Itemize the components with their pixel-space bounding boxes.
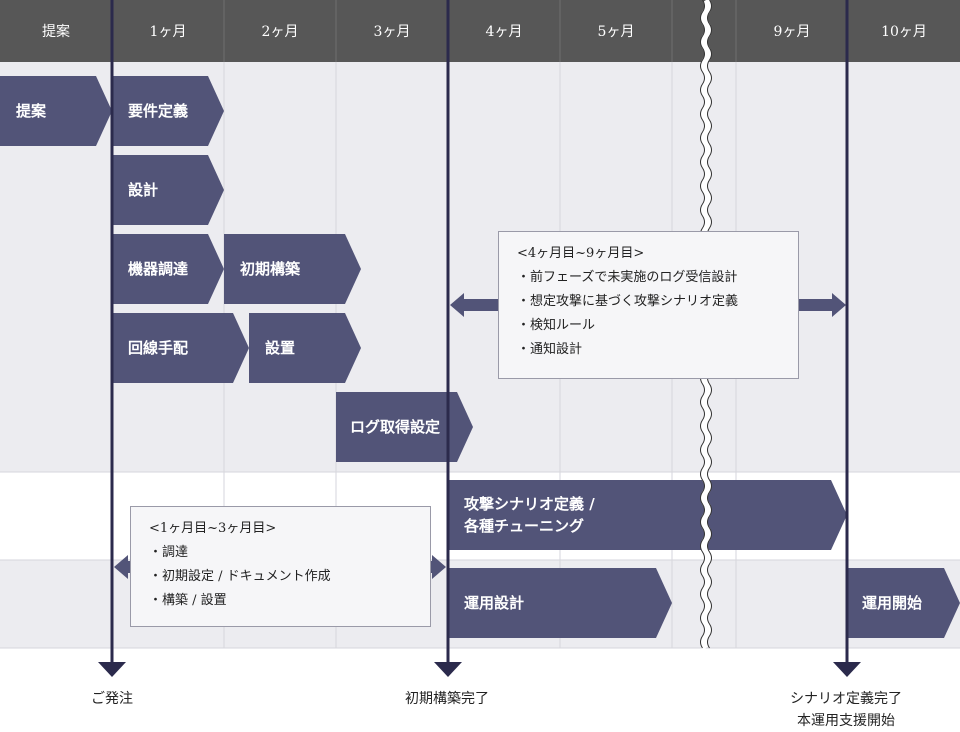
milestone-label-line: 初期構築完了 bbox=[405, 691, 489, 707]
task-bar-shape bbox=[448, 568, 672, 638]
task-bar-ops-start: 運用開始 bbox=[848, 568, 960, 638]
milestone-arrowhead bbox=[98, 662, 126, 677]
task-bar-shape bbox=[112, 76, 224, 146]
task-bar-shape bbox=[0, 76, 112, 146]
milestone-arrowhead bbox=[434, 662, 462, 677]
task-bar-shape bbox=[112, 155, 224, 225]
task-bar-install: 設置 bbox=[249, 313, 361, 383]
task-bar-log-setting: ログ取得設定 bbox=[336, 392, 473, 462]
task-bar-label: 各種チューニング bbox=[463, 517, 584, 535]
header-month-label: 3ヶ月 bbox=[374, 24, 411, 40]
task-bar-ops-design: 運用設計 bbox=[448, 568, 672, 638]
header-month-label: 10ヶ月 bbox=[881, 24, 927, 40]
task-bar-design: 設計 bbox=[112, 155, 224, 225]
task-bar-label: 要件定義 bbox=[128, 102, 188, 120]
note-lower-item: ・調達 bbox=[149, 545, 189, 560]
milestone-line-scenario-complete bbox=[833, 0, 861, 677]
note-upper-item: ・検知ルール bbox=[517, 318, 596, 333]
task-bar-label: 設置 bbox=[265, 339, 295, 357]
milestone-arrowhead bbox=[833, 662, 861, 677]
task-bar-shape bbox=[848, 568, 960, 638]
task-bar-shape bbox=[224, 234, 361, 304]
milestone-line-build-complete bbox=[434, 0, 462, 677]
header-month-label: 1ヶ月 bbox=[150, 24, 187, 40]
header-month-label: 2ヶ月 bbox=[262, 24, 299, 40]
note-upper-arrow-left bbox=[450, 293, 498, 317]
month-header: 提案 1ヶ月 2ヶ月 3ヶ月 4ヶ月 5ヶ月 9ヶ月 10ヶ月 bbox=[0, 0, 960, 62]
task-bar-equipment: 機器調達 bbox=[112, 234, 224, 304]
header-background bbox=[0, 0, 960, 62]
header-month-label: 4ヶ月 bbox=[486, 24, 523, 40]
milestone-label-line: 本運用支援開始 bbox=[797, 713, 895, 729]
note-upper-item: ・想定攻撃に基づく攻撃シナリオ定義 bbox=[517, 294, 739, 309]
note-lower-item: ・初期設定 / ドキュメント作成 bbox=[149, 569, 331, 584]
task-bar-label: 機器調達 bbox=[128, 260, 188, 278]
note-lower: <1ヶ月目~3ヶ月目> ・調達 ・初期設定 / ドキュメント作成 ・構築 / 設… bbox=[130, 506, 431, 627]
note-upper-item: ・前フェーズで未実施のログ受信設計 bbox=[517, 270, 738, 285]
task-bar-label: 運用開始 bbox=[862, 594, 922, 612]
milestone-label-order: ご発注 bbox=[32, 688, 192, 710]
milestone-label-build-complete: 初期構築完了 bbox=[367, 688, 527, 710]
note-upper-arrow-right bbox=[790, 293, 846, 317]
milestone-line-order bbox=[98, 0, 126, 677]
note-lower-title: <1ヶ月目~3ヶ月目> bbox=[149, 521, 277, 536]
note-upper-title: <4ヶ月目~9ヶ月目> bbox=[517, 246, 645, 261]
task-bar-shape bbox=[112, 234, 224, 304]
task-bar-initial-build: 初期構築 bbox=[224, 234, 361, 304]
milestone-label-line: ご発注 bbox=[91, 691, 133, 707]
milestone-label-scenario-complete: シナリオ定義完了 本運用支援開始 bbox=[766, 688, 926, 732]
task-bar-shape bbox=[336, 392, 473, 462]
milestone-label-line: シナリオ定義完了 bbox=[790, 691, 902, 707]
header-month-label: 9ヶ月 bbox=[774, 24, 811, 40]
task-bar-shape bbox=[112, 313, 249, 383]
task-bar-shape bbox=[448, 480, 847, 550]
milestone-lines bbox=[98, 0, 861, 677]
header-month-label: 提案 bbox=[42, 23, 70, 40]
note-lower-item: ・構築 / 設置 bbox=[149, 593, 227, 608]
task-bar-line-arrange: 回線手配 bbox=[112, 313, 249, 383]
note-upper-item: ・通知設計 bbox=[517, 342, 583, 357]
task-bar-requirements: 要件定義 bbox=[112, 76, 224, 146]
task-bar-label: 初期構築 bbox=[240, 260, 301, 278]
task-bar-proposal: 提案 bbox=[0, 76, 112, 146]
note-upper: <4ヶ月目~9ヶ月目> ・前フェーズで未実施のログ受信設計 ・想定攻撃に基づく攻… bbox=[498, 231, 799, 379]
task-bar-label: 運用設計 bbox=[464, 594, 524, 612]
task-bar-label: ログ取得設定 bbox=[350, 418, 440, 436]
task-bar-scenario: 攻撃シナリオ定義 / 各種チューニング bbox=[448, 480, 847, 550]
task-bar-label: 提案 bbox=[16, 102, 47, 120]
task-bar-label: 設計 bbox=[128, 181, 158, 199]
task-bar-label: 回線手配 bbox=[128, 339, 188, 357]
header-month-label: 5ヶ月 bbox=[598, 24, 635, 40]
task-bar-label: 攻撃シナリオ定義 / bbox=[464, 495, 595, 513]
task-bar-shape bbox=[249, 313, 361, 383]
